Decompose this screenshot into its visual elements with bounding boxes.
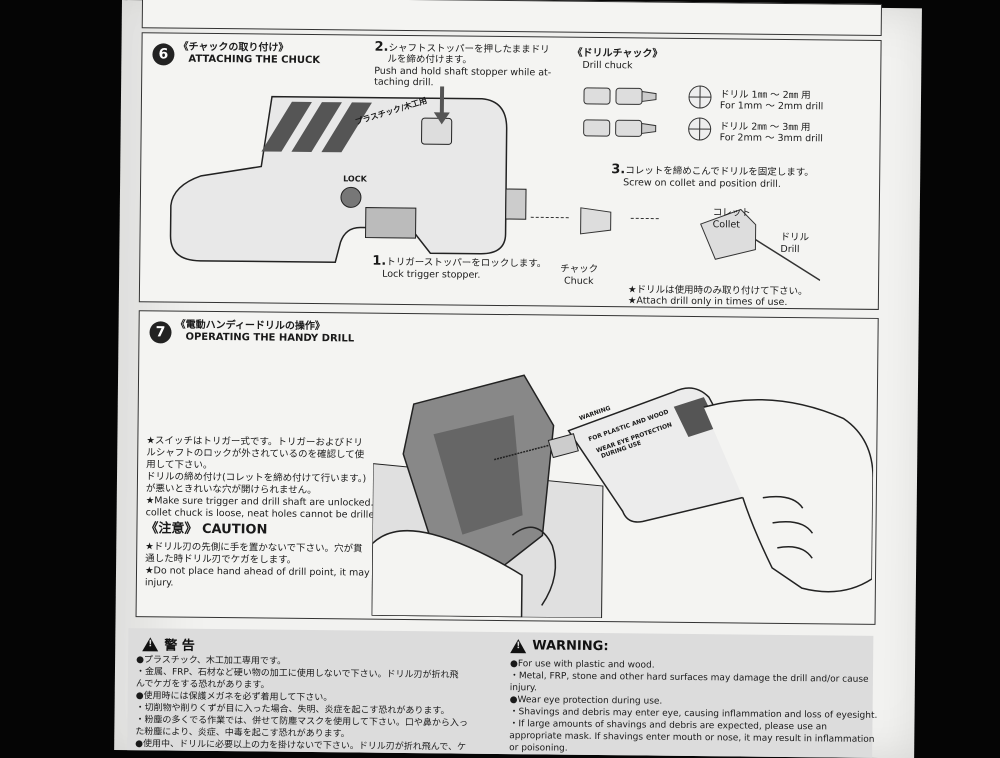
drill-label-jp: ドリル <box>780 231 810 244</box>
step7-note-3: 用して下さい。 <box>146 459 213 471</box>
chuck-label-en: Chuck <box>564 275 594 287</box>
note-en: ★Attach drill only in times of use. <box>627 295 788 308</box>
step7-note-7: collet chuck is loose, neat holes cannot… <box>145 507 384 521</box>
chuck-small-illustration <box>583 85 712 109</box>
drill-body-illustration <box>169 95 527 264</box>
step7-box: 7 《電動ハンディードリルの操作》 OPERATING THE HANDY DR… <box>135 310 879 625</box>
step1-en: Lock trigger stopper. <box>382 268 481 281</box>
caution-4: injury. <box>144 577 174 589</box>
caution-title: 《注意》 CAUTION <box>145 521 268 538</box>
step6-title-en: ATTACHING THE CHUCK <box>188 53 321 67</box>
warning-en-title: WARNING: <box>510 638 609 654</box>
step6-title-jp: 《チャックの取り付け》 <box>178 41 289 54</box>
instruction-sheet: 6 《チャックの取り付け》 ATTACHING THE CHUCK 2.シャフト… <box>114 0 922 758</box>
warning-jp-title: 警 告 <box>142 634 195 654</box>
warning-en-2: ・Metal, FRP, stone and other hard surfac… <box>509 671 869 685</box>
warning-en-8: or poisoning. <box>509 743 568 754</box>
previous-step-box <box>141 0 883 36</box>
drilling-illustration <box>371 374 874 619</box>
arrow-down-icon <box>433 86 450 125</box>
warning-en-3: injury. <box>509 683 537 694</box>
chuck-legend-title-en: Drill chuck <box>582 59 633 72</box>
chuck2-label-en: For 2mm 〜 3mm drill <box>719 132 824 145</box>
chuck-label-jp: チャック <box>560 263 599 276</box>
warning-triangle-icon-en <box>510 638 527 653</box>
step6-number: 6 <box>152 43 175 66</box>
lock-label: LOCK <box>343 174 367 184</box>
chuck-large-illustration <box>583 117 712 141</box>
step6-box: 6 《チャックの取り付け》 ATTACHING THE CHUCK 2.シャフト… <box>138 32 882 310</box>
drill-label-en: Drill <box>780 243 800 256</box>
caution-3: ★Do not place hand ahead of drill point,… <box>144 565 401 579</box>
step7-title-en: OPERATING THE HANDY DRILL <box>185 331 355 345</box>
chuck-legend-title-jp: 《ドリルチャック》 <box>572 47 663 60</box>
warning-jp-8: ●使用中、ドリルに必要以上の力を掛けないで下さい。ドリル刃が折れ飛んで、ケ <box>135 739 467 753</box>
chuck1-label-en: For 1mm 〜 2mm drill <box>719 100 824 113</box>
warning-section: 警 告 ●プラスチック、木工加工専用です。 ・金属、FRP、石材など硬い物の加工… <box>127 628 877 758</box>
step2-jp-2: ルを締め付けます。 <box>387 53 473 66</box>
warning-triangle-icon <box>142 636 159 651</box>
collet-label-en: Collet <box>712 219 741 231</box>
chuck-collet-drill-illustration <box>530 207 821 281</box>
step7-number: 7 <box>149 321 172 344</box>
collet-label-jp: コレット <box>712 207 751 219</box>
